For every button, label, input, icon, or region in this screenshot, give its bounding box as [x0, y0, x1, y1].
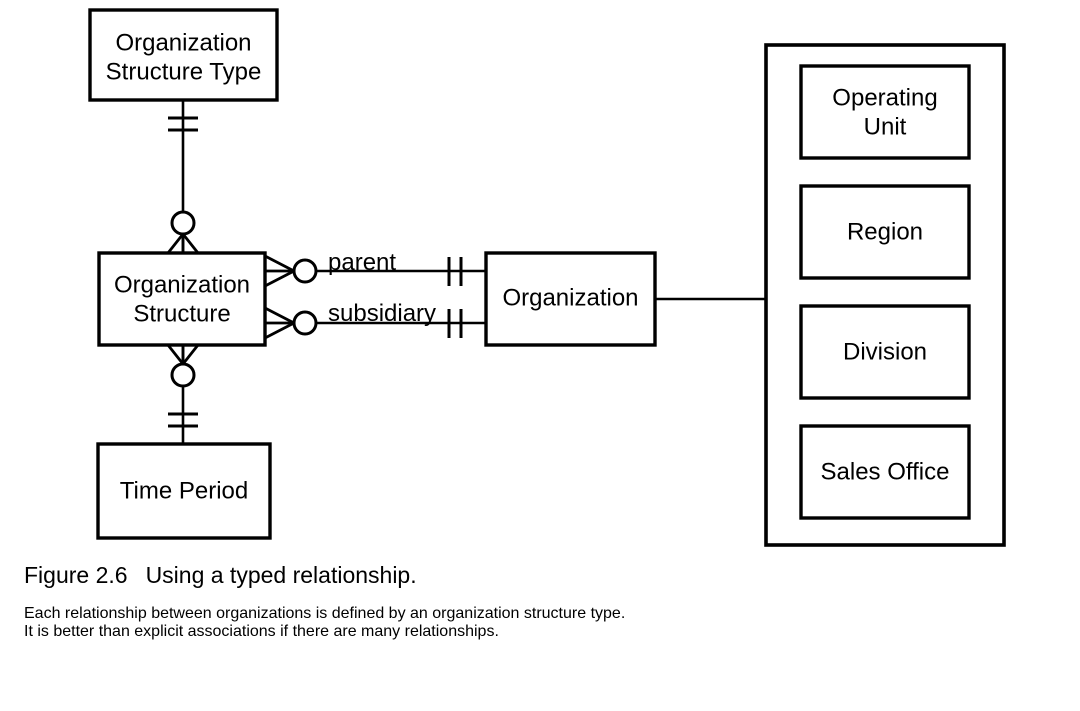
- subtype-sales-office[interactable]: Sales Office: [799, 424, 971, 520]
- subtype-label-line1: Operating: [832, 84, 937, 111]
- caption-area: Figure 2.6 Using a typed relationship. Ea…: [24, 562, 1064, 657]
- connector-structure-to-timeperiod: [166, 344, 200, 444]
- crowsfoot-bottom: [166, 344, 200, 365]
- subtype-operating-unit[interactable]: Operating Unit: [799, 64, 971, 160]
- figure-caption: Figure 2.6 Using a typed relationship.: [24, 562, 1064, 589]
- crowsfoot-subsidiary: [264, 306, 295, 340]
- entity-label-line1: Time Period: [120, 477, 248, 504]
- subtype-label-line1: Sales Office: [821, 458, 950, 485]
- subtype-label-line1: Division: [843, 338, 927, 365]
- entity-label-line1: Organization: [114, 271, 250, 298]
- subtype-division[interactable]: Division: [799, 304, 971, 400]
- subtype-container: Operating Unit Region Division Sales Off…: [764, 43, 1006, 547]
- entity-label-line1: Organization: [115, 29, 251, 56]
- figure-title: Using a typed relationship.: [145, 562, 417, 588]
- subtype-region[interactable]: Region: [799, 184, 971, 280]
- entity-organization[interactable]: Organization: [484, 251, 657, 347]
- entity-label-line2: Structure Type: [106, 58, 262, 85]
- relationship-label-parent: parent: [328, 249, 396, 276]
- connector-parent: [264, 254, 486, 288]
- connector-subsidiary: [264, 306, 486, 340]
- relationship-label-subsidiary: subsidiary: [328, 300, 436, 327]
- entity-organization-structure[interactable]: Organization Structure: [97, 251, 267, 347]
- entity-organization-structure-type[interactable]: Organization Structure Type: [88, 8, 279, 102]
- connector-type-to-structure: [166, 100, 200, 254]
- figure-description-line-2: It is better than explicit associations …: [24, 623, 499, 640]
- subtype-label-line2: Unit: [864, 113, 907, 140]
- crowsfoot-top: [166, 233, 200, 254]
- entity-label-line1: Organization: [502, 284, 638, 311]
- subtype-label-line1: Region: [847, 218, 923, 245]
- entity-time-period[interactable]: Time Period: [96, 442, 272, 540]
- entity-label-line2: Structure: [133, 300, 230, 327]
- figure-number: Figure 2.6: [24, 562, 128, 588]
- figure-description-line-1: Each relationship between organizations …: [24, 605, 626, 622]
- crowsfoot-parent: [264, 254, 295, 288]
